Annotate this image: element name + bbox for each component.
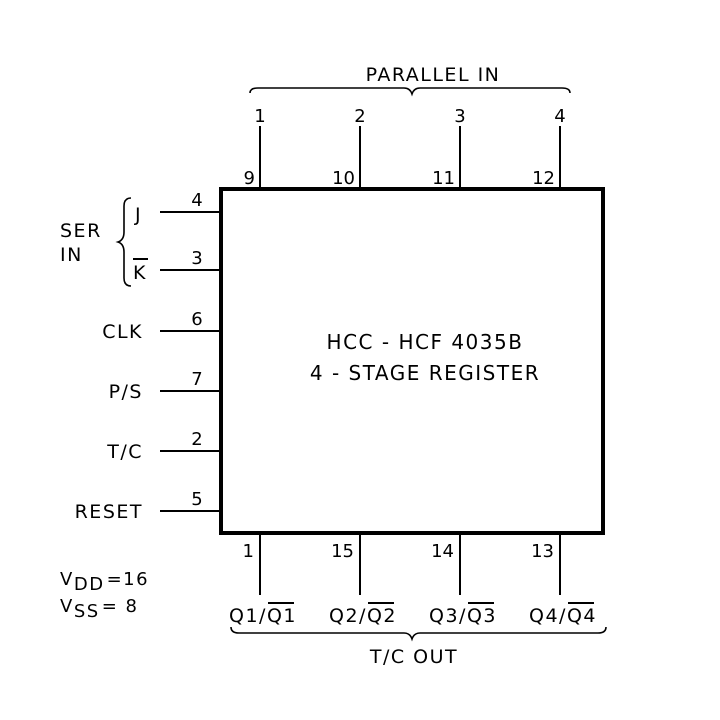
pin-11-label: 11 (432, 168, 455, 189)
left-pin-clk: CLK 6 (102, 309, 221, 343)
vdd-note: VDD=16 (60, 569, 149, 595)
left-pin-tc: T/C 2 (106, 429, 221, 463)
pin-3-label: 3 (191, 248, 202, 269)
output-1-label: Q1/Q1 (229, 605, 297, 627)
parallel-in-label: PARALLEL IN (366, 64, 501, 86)
pin-13-label: 13 (531, 541, 554, 562)
svg-text:Q2/Q2: Q2/Q2 (329, 605, 397, 627)
tc-out-label: T/C OUT (369, 646, 458, 668)
ser-in-label-line1: SER (60, 220, 102, 242)
pin-10-label: 10 (332, 168, 355, 189)
svg-text:Q3/Q3: Q3/Q3 (429, 605, 497, 627)
ser-in-label-line2: IN (60, 244, 83, 266)
pin-2-label: 2 (191, 429, 202, 450)
left-pin-reset: RESET 5 (75, 489, 221, 523)
parallel-in-2-index: 2 (354, 106, 365, 127)
ser-in-brace (115, 197, 132, 287)
pin-14-label: 14 (431, 541, 454, 562)
pin-15-label: 15 (331, 541, 354, 562)
pin-7-label: 7 (191, 369, 202, 390)
tc-label: T/C (106, 441, 143, 463)
j-input-label: J (134, 204, 142, 226)
tc-out-brace (230, 626, 607, 642)
reset-label: RESET (75, 501, 143, 523)
left-pin-ps: P/S 7 (109, 369, 221, 403)
output-3-label: Q3/Q3 (429, 605, 497, 627)
pin-12-label: 12 (532, 168, 555, 189)
pin-9-label: 9 (244, 168, 255, 189)
chip-title: HCC - HCF 4035B (327, 330, 524, 354)
parallel-in-3-index: 3 (454, 106, 465, 127)
chip-subtitle: 4 - STAGE REGISTER (310, 361, 540, 385)
pin-5-label: 5 (191, 489, 202, 510)
svg-text:VSS= 8: VSS= 8 (60, 596, 138, 622)
parallel-in-1-index: 1 (254, 106, 265, 127)
vss-note: VSS= 8 (60, 596, 138, 622)
svg-text:Q1/Q1: Q1/Q1 (229, 605, 297, 627)
pin-6-label: 6 (191, 309, 202, 330)
pin-1-label: 1 (243, 541, 254, 562)
svg-text:Q4/Q4: Q4/Q4 (529, 605, 597, 627)
pin-4-label: 4 (191, 190, 202, 211)
output-2-label: Q2/Q2 (329, 605, 397, 627)
output-4-label: Q4/Q4 (529, 605, 597, 627)
clk-label: CLK (102, 321, 143, 343)
k-input-label: K (133, 262, 147, 284)
ic-body (219, 187, 605, 535)
parallel-in-brace (249, 87, 571, 97)
ps-label: P/S (109, 381, 143, 403)
svg-text:VDD=16: VDD=16 (60, 569, 149, 595)
parallel-in-4-index: 4 (554, 106, 565, 127)
